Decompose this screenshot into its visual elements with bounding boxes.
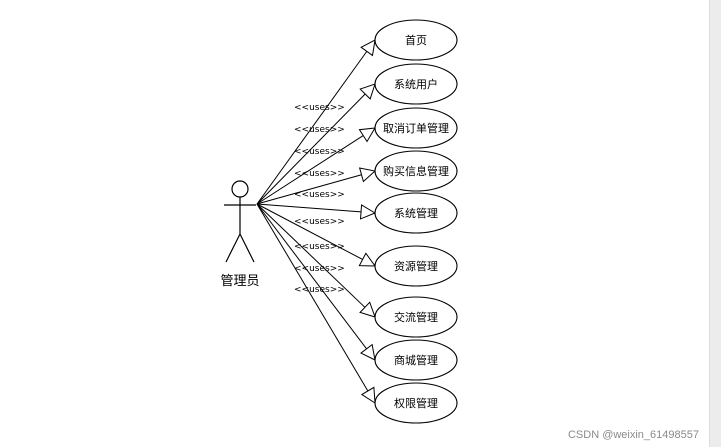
arrowhead [360, 343, 376, 361]
association-line [256, 203, 366, 308]
actor-left-leg [225, 233, 241, 263]
actor-right-leg [239, 233, 255, 263]
uses-stereotype-label: <<uses>> [294, 217, 345, 227]
use-case-ellipse [374, 19, 458, 61]
association-line [256, 93, 366, 205]
use-case-label: 系统管理 [394, 206, 438, 220]
arrowhead [358, 167, 377, 183]
arrowhead [359, 204, 377, 220]
association-line [256, 203, 362, 213]
uses-stereotype-label: <<uses>> [294, 242, 345, 252]
right-scroll-edge [709, 0, 721, 447]
uses-stereotype-label: <<uses>> [294, 285, 345, 295]
actor-name: 管理员 [220, 274, 259, 289]
arrowhead [360, 386, 376, 404]
use-case-ellipse [374, 245, 458, 287]
arrowhead [359, 301, 376, 318]
uses-stereotype-label: <<uses>> [294, 190, 345, 200]
use-case-ellipse [374, 192, 458, 234]
association-line [256, 135, 364, 205]
use-case-ellipse [374, 296, 458, 338]
association-line [256, 203, 367, 350]
actor-head [231, 180, 249, 198]
uses-stereotype-label: <<uses>> [294, 125, 345, 135]
use-case-label: 交流管理 [394, 310, 438, 324]
use-case-label: 商城管理 [394, 353, 438, 367]
stereotype-labels: <<uses>> <<uses>> <<uses>> <<uses>> <<uses>>… [294, 103, 345, 295]
use-case-label: 购买信息管理 [383, 164, 449, 178]
uses-stereotype-label: <<uses>> [294, 264, 345, 274]
use-case-label: 资源管理 [394, 259, 438, 273]
use-case-ellipse [374, 382, 458, 424]
uses-stereotype-label: <<uses>> [294, 103, 345, 113]
use-case-label: 系统用户 [394, 77, 438, 91]
association-line [256, 51, 368, 205]
arrowhead [360, 39, 376, 57]
use-case-ellipse [374, 107, 458, 149]
use-case-ellipse [374, 63, 458, 105]
arrowhead [358, 252, 376, 267]
use-case-ellipse [374, 339, 458, 381]
associations [256, 39, 377, 404]
association-line [256, 174, 362, 205]
actor-figure [224, 180, 256, 263]
association-line [256, 203, 363, 260]
arrowhead [358, 127, 376, 143]
use-case-label: 权限管理 [394, 396, 438, 410]
association-line [256, 203, 369, 392]
use-case-label: 取消订单管理 [383, 121, 449, 135]
use-case-label: 首页 [405, 33, 427, 47]
uses-stereotype-label: <<uses>> [294, 169, 345, 179]
uses-stereotype-label: <<uses>> [294, 147, 345, 157]
csdn-watermark: CSDN @weixin_61498557 [567, 429, 699, 441]
use-case-ellipse [374, 150, 458, 192]
arrowhead [359, 83, 376, 100]
